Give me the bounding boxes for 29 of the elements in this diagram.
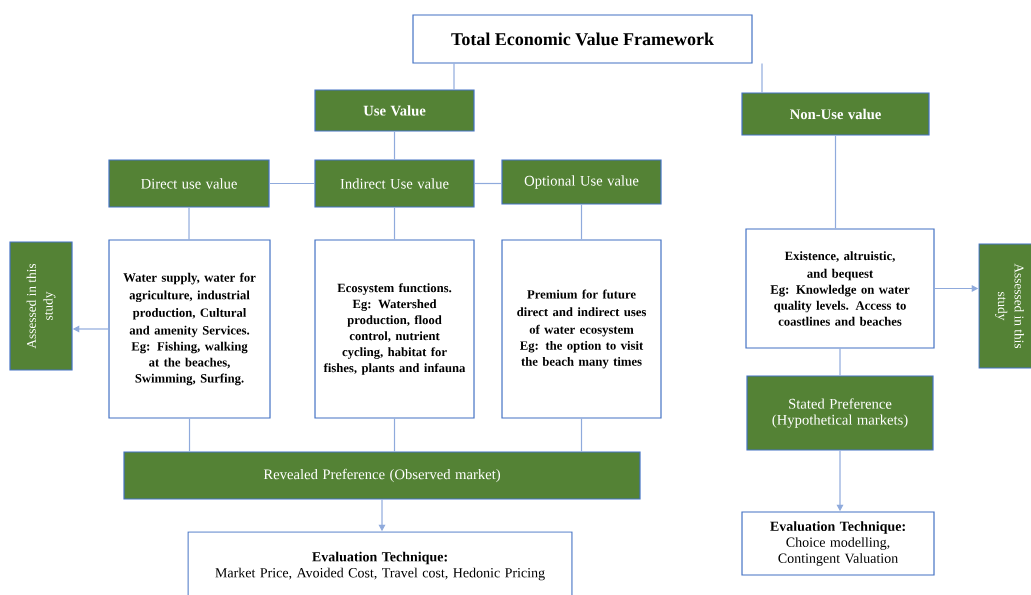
category-box: Revealed Preference (Observed market) (123, 451, 641, 500)
description-box: Premium for future direct and indirect uses of water ecosystem Eg: the option to visit the beach many times (501, 239, 662, 419)
connector (393, 207, 396, 240)
category-box: Stated Preference (Hypothetical markets) (746, 375, 934, 451)
description-box: Water supply, water for agriculture, industrial production, Cultural and amenity Services. Eg: Fishing, walking at the beaches, Swimming, Surfing. (108, 239, 271, 419)
connector (269, 182, 315, 185)
connector (393, 418, 396, 452)
connector (453, 63, 455, 90)
side-label-box: Assessed in this study (978, 243, 1031, 369)
connector (393, 131, 396, 160)
connector (474, 182, 502, 185)
connector (834, 135, 837, 229)
title-box: Total Economic Value Framework (412, 14, 753, 64)
category-box: Non-Use value (741, 92, 930, 136)
category-box: Direct use value (108, 159, 270, 208)
technique-box: Evaluation Technique: Choice modelling, Contingent Valuation (741, 511, 935, 576)
category-box: Indirect Use value (314, 159, 475, 208)
side-label-box: Assessed in this study (9, 241, 73, 371)
connector (580, 204, 583, 240)
category-box: Use Value (314, 89, 475, 132)
connector (188, 207, 190, 240)
connector (188, 418, 191, 452)
description-box: Ecosystem functions. Eg: Watershed production, flood control, nutrient cycling, habitat for fishes, plants and infauna (314, 239, 475, 419)
category-box: Optional Use value (501, 159, 662, 205)
description-box: Existence, altruistic, and bequest Eg: Knowledge on water quality levels. Access to coastlines and beaches (745, 228, 935, 349)
technique-box: Evaluation Technique: Market Price, Avoided Cost, Travel cost, Hedonic Pricing (187, 531, 573, 595)
connector (839, 348, 841, 376)
connector (761, 63, 763, 93)
connector (580, 418, 583, 452)
